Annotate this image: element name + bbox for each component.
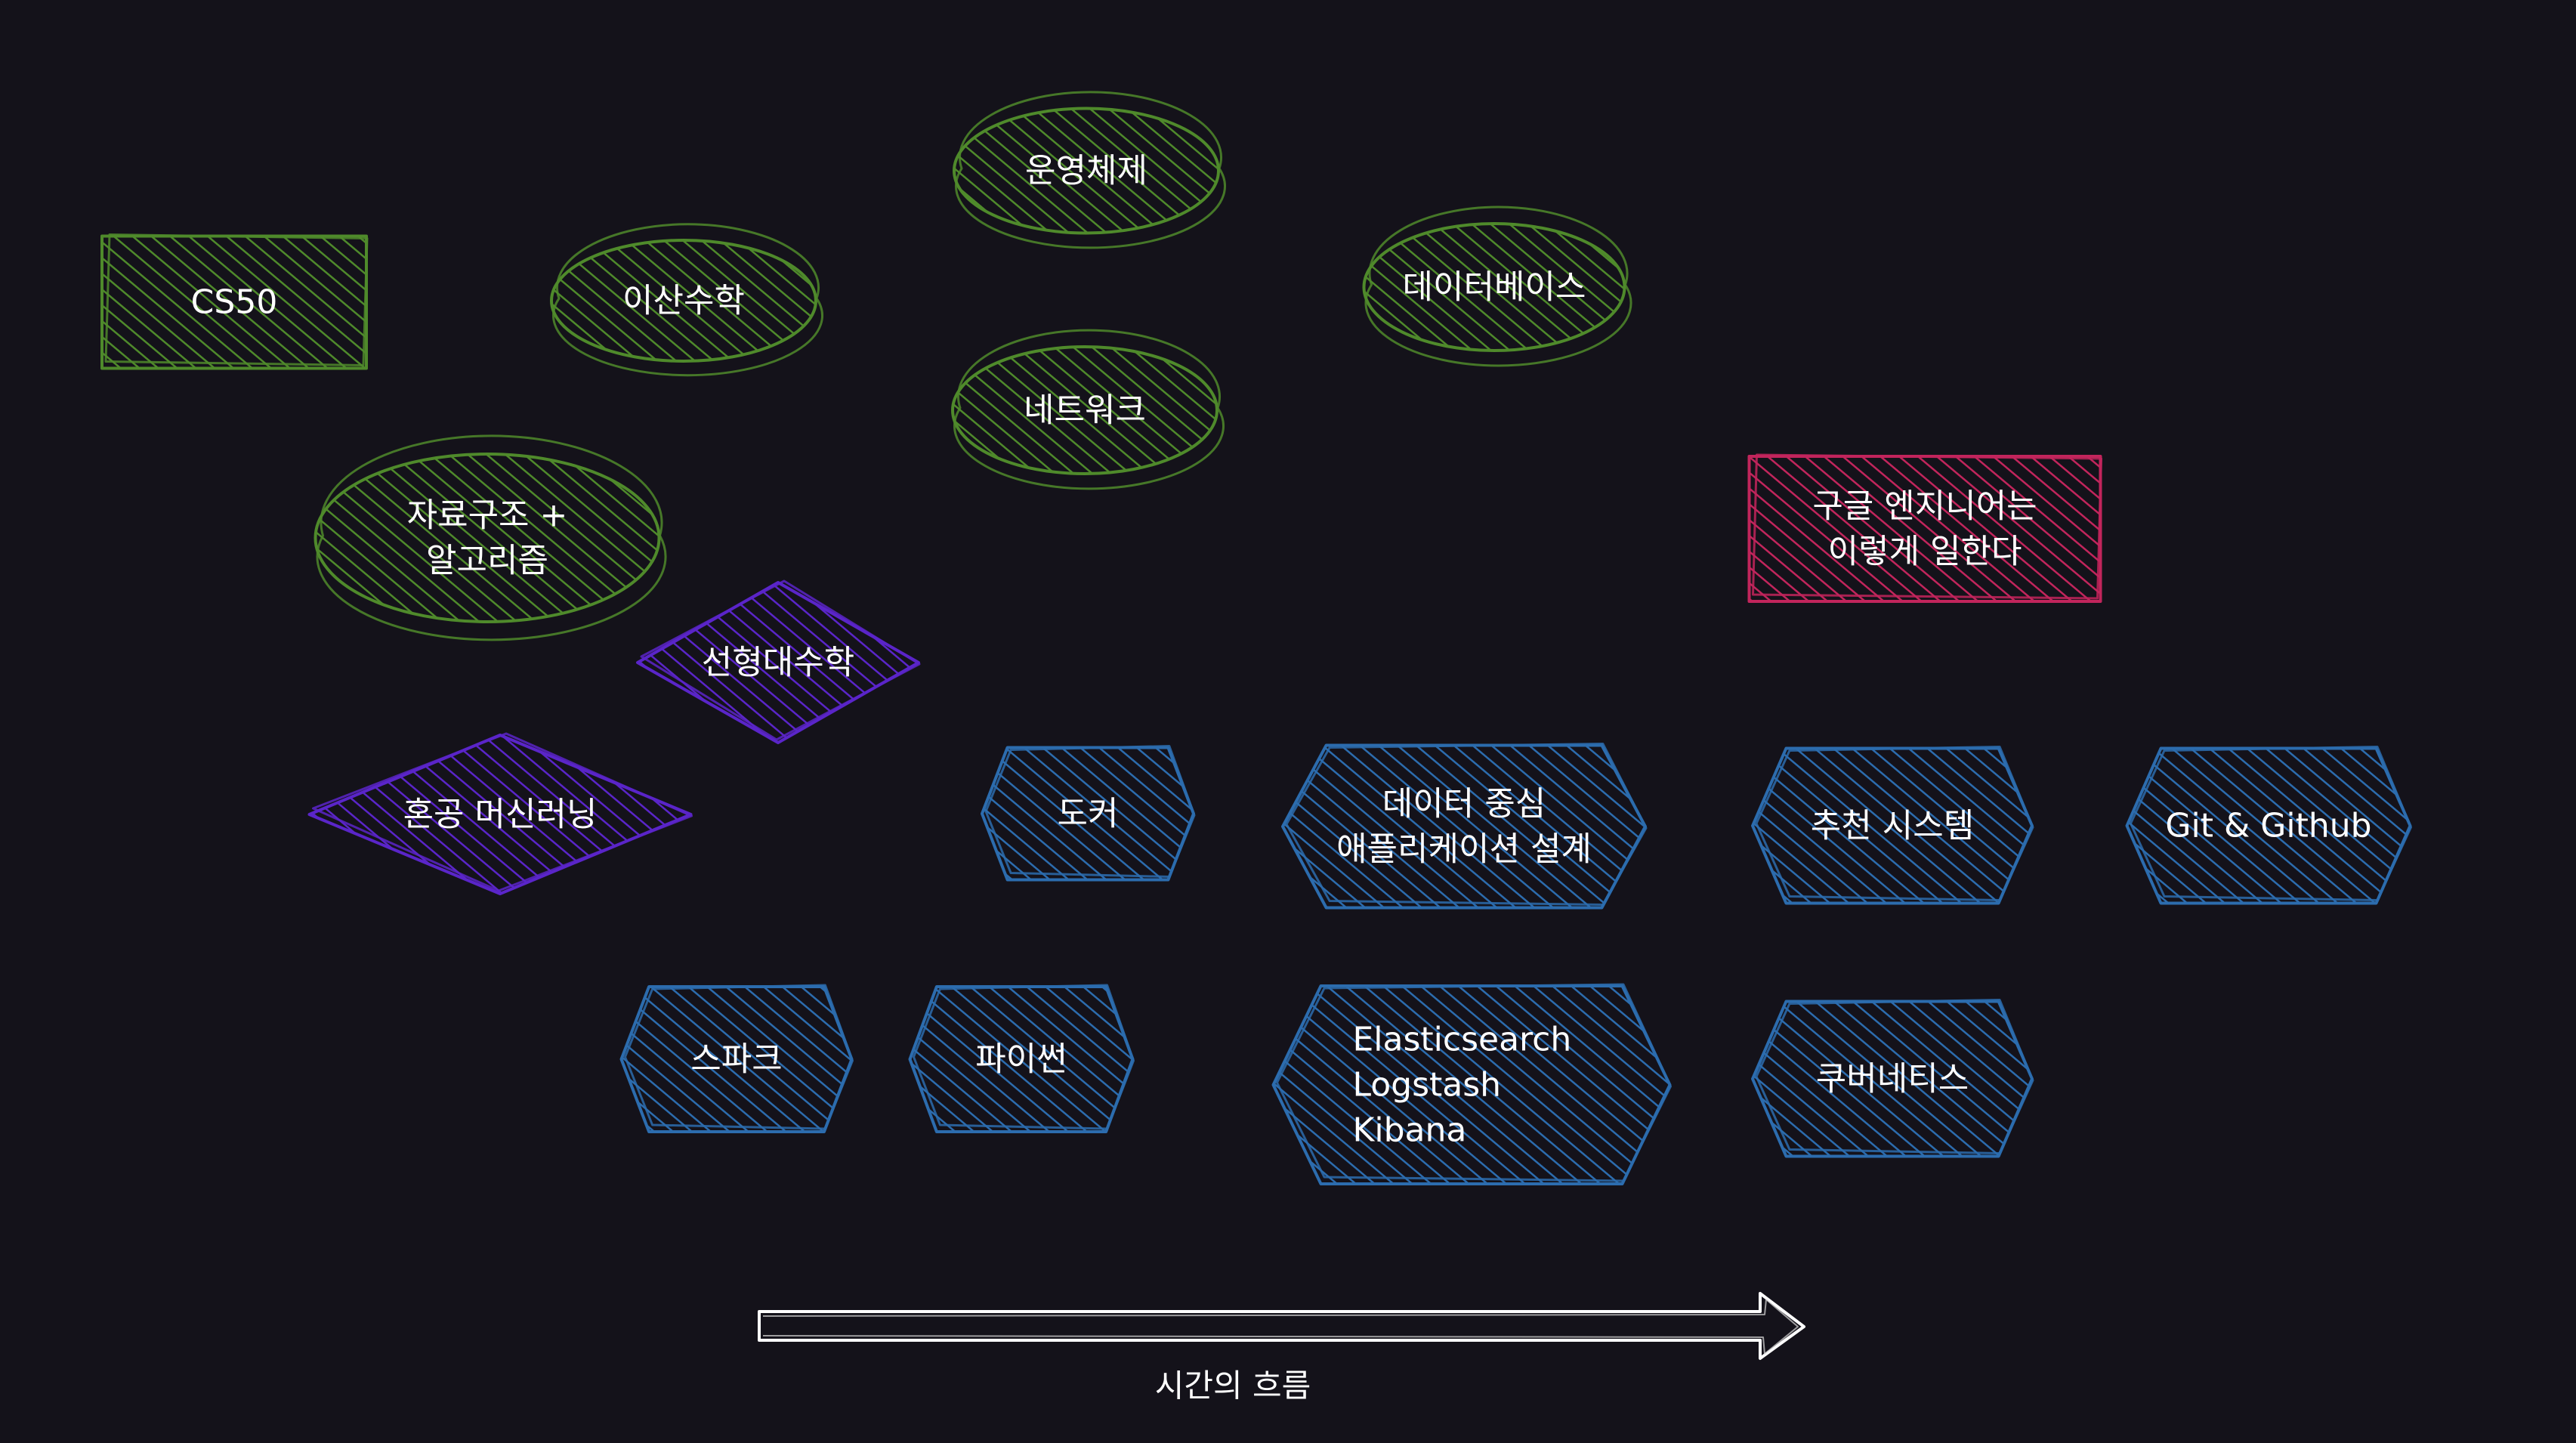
node-database: 데이터베이스: [1362, 205, 1632, 367]
node-shape-hex: [2125, 746, 2412, 905]
node-shape-hex: [1281, 743, 1647, 910]
node-label: 추천 시스템: [1811, 807, 1974, 845]
node-label: Elasticsearch: [1353, 1021, 1572, 1059]
node-operating-system: 운영체제: [953, 91, 1226, 249]
node-shape-rect: [1747, 455, 2102, 603]
node-shape-hex: [1271, 984, 1672, 1185]
node-label: 자료구조 +: [407, 496, 568, 535]
node-outline-sketch: [104, 233, 369, 366]
node-label: 알고리즘: [426, 542, 548, 580]
node-shape-ellipse: [314, 453, 661, 623]
node-label: 애플리케이션 설계: [1336, 830, 1592, 869]
node-outline-sketch: [1276, 983, 1672, 1182]
node-label: 파이썬: [975, 1040, 1067, 1079]
node-outline-sketch: [1285, 743, 1648, 906]
node-label: 도커: [1058, 795, 1119, 833]
node-discrete-math: 이산수학: [550, 223, 823, 377]
node-shape-hex: [981, 746, 1195, 882]
node-data-structures: 자료구조 + 알고리즘: [314, 434, 667, 641]
node-outline-sketch: [1755, 999, 2034, 1154]
node-outline-sketch: [316, 434, 667, 641]
node-outline-sketch: [624, 984, 854, 1130]
node-label: 구글 엔지니어는: [1812, 487, 2037, 526]
node-outline-sketch: [1752, 453, 2102, 600]
node-shape-hex: [1751, 746, 2034, 905]
timeline-arrow-icon: [758, 1292, 1805, 1360]
node-python: 파이썬: [908, 984, 1135, 1133]
node-shape-hex: [908, 985, 1135, 1133]
node-label: 데이터 중심: [1382, 785, 1546, 823]
node-shape-ellipse: [1362, 222, 1626, 352]
node-shape-hex: [1751, 1000, 2034, 1158]
node-kubernetes: 쿠버네티스: [1751, 999, 2034, 1158]
node-label: 이렇게 일한다: [1828, 533, 2022, 571]
node-outline-sketch: [312, 732, 693, 892]
node-outline-sketch: [640, 579, 921, 741]
node-outline-sketch: [953, 329, 1225, 490]
node-label: Git & Github: [2165, 807, 2371, 845]
node-outline-sketch: [2130, 746, 2412, 901]
node-label: 네트워크: [1024, 391, 1146, 430]
node-label: 선형대수학: [702, 644, 854, 682]
node-outline-sketch: [1755, 746, 2034, 901]
node-linear-algebra: 선형대수학: [636, 579, 921, 744]
node-label: 이산수학: [622, 282, 745, 320]
node-label: 데이터베이스: [1403, 268, 1586, 307]
node-recommender: 추천 시스템: [1751, 746, 2034, 905]
timeline: 시간의 흐름: [758, 1292, 1805, 1404]
node-label: CS50: [191, 283, 278, 322]
node-docker: 도커: [981, 745, 1196, 882]
node-outline-sketch: [984, 745, 1196, 878]
node-network: 네트워크: [951, 329, 1225, 490]
node-spark: 스파크: [619, 984, 854, 1133]
node-label: Kibana: [1353, 1111, 1467, 1150]
node-label: 쿠버네티스: [1816, 1060, 1969, 1098]
node-shape-ellipse: [953, 107, 1220, 235]
node-outline-sketch: [913, 984, 1135, 1130]
node-label: 혼공 머신러닝: [403, 796, 598, 834]
node-label: 운영체제: [1025, 152, 1147, 190]
node-machine-learning: 혼공 머신러닝: [307, 732, 693, 895]
node-shape-hex: [619, 985, 854, 1133]
node-cs50: CS50: [100, 233, 369, 370]
node-shape-ellipse: [550, 239, 817, 363]
node-shape-ellipse: [951, 345, 1219, 475]
node-outline-sketch: [955, 91, 1226, 249]
node-label: Logstash: [1353, 1066, 1502, 1105]
node-outline-sketch: [552, 223, 823, 377]
node-label: 스파크: [690, 1040, 782, 1079]
timeline-label: 시간의 흐름: [1155, 1367, 1311, 1404]
node-outline-sketch: [1364, 205, 1632, 367]
node-git-github: Git & Github: [2125, 746, 2412, 905]
